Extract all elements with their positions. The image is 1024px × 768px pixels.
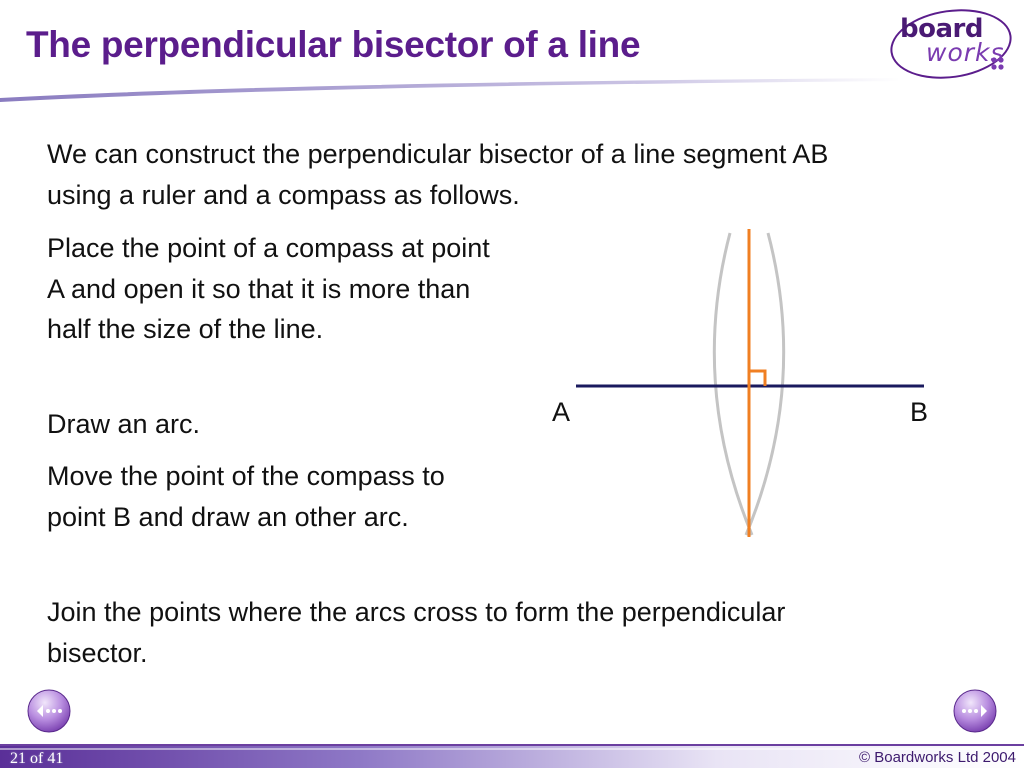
right-angle-marker	[749, 369, 767, 386]
title-underline	[0, 78, 900, 102]
point-b-label: B	[910, 397, 928, 427]
step-1-text: Place the point of a compass at point A …	[47, 233, 490, 344]
step-3-text: Move the point of the compass to point B…	[47, 461, 445, 532]
point-a-label: A	[552, 397, 570, 427]
logo-text-board: board	[900, 14, 983, 44]
slide-title: The perpendicular bisector of a line	[26, 24, 641, 65]
next-slide-icon	[962, 705, 987, 717]
intro-text: We can construct the perpendicular bisec…	[47, 139, 829, 210]
perpendicular-bisector-diagram: A B	[552, 229, 928, 537]
step-4-text: Join the points where the arcs cross to …	[47, 597, 786, 668]
arc-from-a	[712, 232, 754, 536]
page-indicator: 21 of 41	[10, 750, 64, 767]
footer-bar	[0, 744, 1024, 768]
logo-text-works: works	[926, 38, 1005, 67]
logo-dots-icon	[991, 57, 1004, 70]
previous-slide-icon	[37, 705, 62, 717]
copyright-text: © Boardworks Ltd 2004	[859, 749, 1016, 766]
next-slide-button[interactable]	[953, 689, 997, 733]
step-2-text: Draw an arc.	[47, 409, 201, 439]
previous-slide-button[interactable]	[27, 689, 71, 733]
boardworks-logo: board works	[884, 1, 1020, 87]
